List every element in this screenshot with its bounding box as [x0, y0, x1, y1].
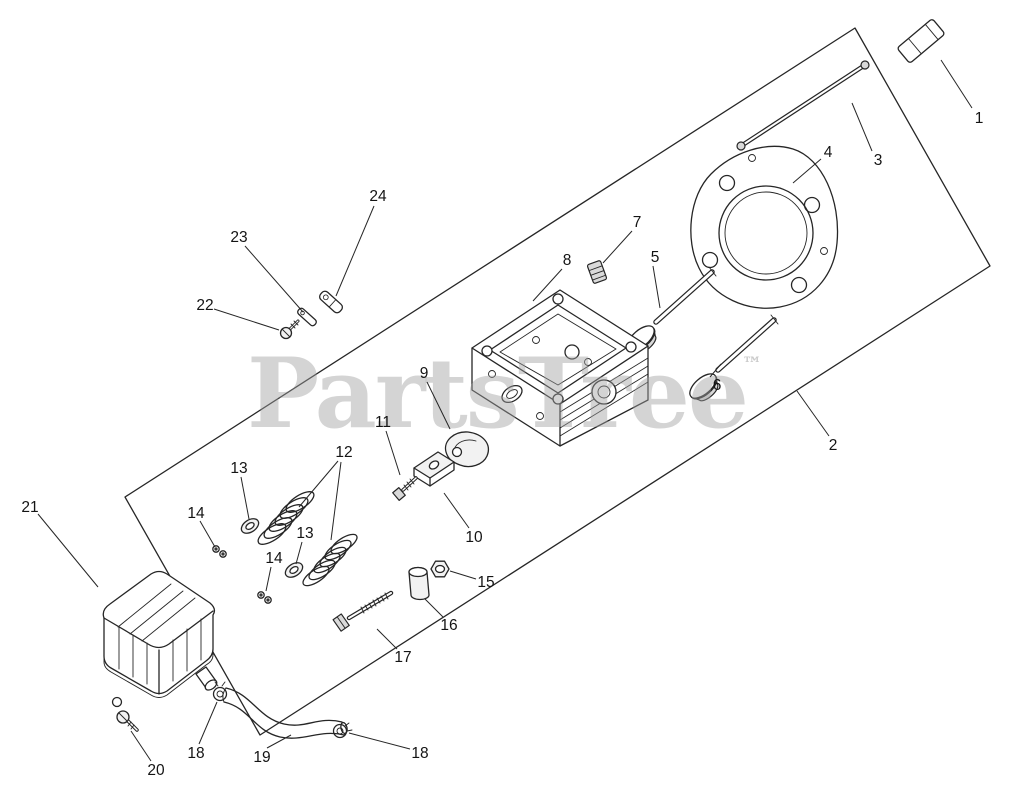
leader-line-24: [335, 205, 375, 297]
leader-line-13: [240, 476, 250, 520]
part-1-cap: [897, 19, 945, 63]
leader-line-8: [532, 268, 563, 302]
callout-11: 11: [375, 414, 391, 431]
callout-1: 1: [975, 110, 984, 127]
watermark-trademark-icon: ™: [742, 352, 762, 376]
callout-17: 17: [394, 649, 411, 666]
part-11-bolt-small: [392, 476, 418, 502]
part-21-valve-cover: [102, 570, 218, 708]
callout-15: 15: [477, 574, 494, 591]
part-14-keepers-b: [257, 591, 272, 604]
callout-6: 6: [713, 377, 722, 394]
leader-line-19: [266, 734, 292, 749]
callout-2: 2: [829, 437, 838, 454]
leader-line-9: [426, 381, 451, 430]
callout-14: 14: [265, 550, 283, 567]
leader-line-5: [652, 265, 661, 309]
part-7-plug: [586, 260, 608, 284]
leader-line-2: [796, 390, 830, 437]
part-23-reed-stop: [297, 307, 317, 327]
leader-line-14: [265, 566, 272, 592]
leader-line-22: [213, 308, 280, 331]
valve-spring-lower: [302, 533, 358, 587]
leader-line-7: [602, 230, 633, 264]
part-18-hose-clamp-b: [332, 722, 353, 739]
part-24-reed: [318, 290, 344, 314]
leader-line-20: [130, 730, 152, 762]
leader-line-11: [385, 430, 401, 476]
leader-line-4: [792, 158, 822, 184]
leader-line-23: [244, 245, 304, 313]
part-20-screw: [116, 710, 139, 732]
callout-16: 16: [440, 617, 457, 634]
leader-line-3: [851, 102, 873, 152]
callout-7: 7: [633, 214, 642, 231]
leader-line-18: [348, 732, 411, 750]
leader-line-17: [376, 628, 398, 650]
leader-line-18: [198, 701, 218, 745]
part-10-rocker-pivot: [413, 451, 455, 487]
part-14-keepers-a: [212, 545, 227, 558]
part-2-assembly-outline: [124, 27, 991, 736]
callout-18: 18: [411, 745, 428, 762]
part-18-hose-clamp-a: [212, 681, 228, 702]
leader-line-21: [37, 513, 99, 588]
callout-5: 5: [651, 249, 660, 266]
callout-8: 8: [563, 252, 572, 269]
leader-line-1: [940, 59, 973, 109]
part-13-spring-retainer-a: [240, 518, 260, 534]
part-15-nut: [430, 560, 450, 578]
watermark-text: PartsTree: [247, 337, 747, 450]
part-19-breather-hose: [222, 687, 348, 739]
leader-line-6: [709, 363, 722, 378]
leader-line-15: [449, 570, 477, 580]
part-4-head-gasket: [690, 145, 839, 309]
callout-13: 13: [296, 525, 313, 542]
callout-10: 10: [465, 529, 483, 546]
part-3-rod: [736, 60, 870, 151]
callout-24: 24: [369, 188, 387, 205]
callout-14: 14: [187, 505, 205, 522]
part-6-valve-exhaust: [689, 314, 779, 402]
valve-spring-upper: [257, 491, 315, 545]
callout-12: 12: [335, 444, 352, 461]
leader-line-13: [295, 541, 303, 565]
part-17-bolt: [332, 590, 394, 632]
callout-19: 19: [253, 749, 270, 766]
part-13-spring-retainer-b: [284, 562, 304, 578]
callout-22: 22: [196, 297, 213, 314]
leader-line-16: [424, 598, 444, 618]
callout-18: 18: [187, 745, 204, 762]
parts-group: [102, 19, 945, 739]
callout-3: 3: [874, 152, 883, 169]
part-16-spacer: [408, 566, 430, 601]
part-22-screw: [279, 319, 300, 340]
part-8-cylinder-head: [471, 289, 649, 447]
part-12-valve-springs: [257, 491, 358, 587]
callout-13: 13: [230, 460, 247, 477]
callout-20: 20: [147, 762, 165, 779]
leader-line-12: [330, 461, 342, 541]
watermark: PartsTree ™: [247, 337, 762, 450]
leader-line-10: [443, 492, 470, 529]
callout-9: 9: [420, 365, 429, 382]
leader-line-12: [298, 460, 339, 508]
callout-23: 23: [230, 229, 247, 246]
callout-21: 21: [21, 499, 38, 516]
callout-4: 4: [824, 144, 833, 161]
leader-line-14: [199, 520, 216, 548]
